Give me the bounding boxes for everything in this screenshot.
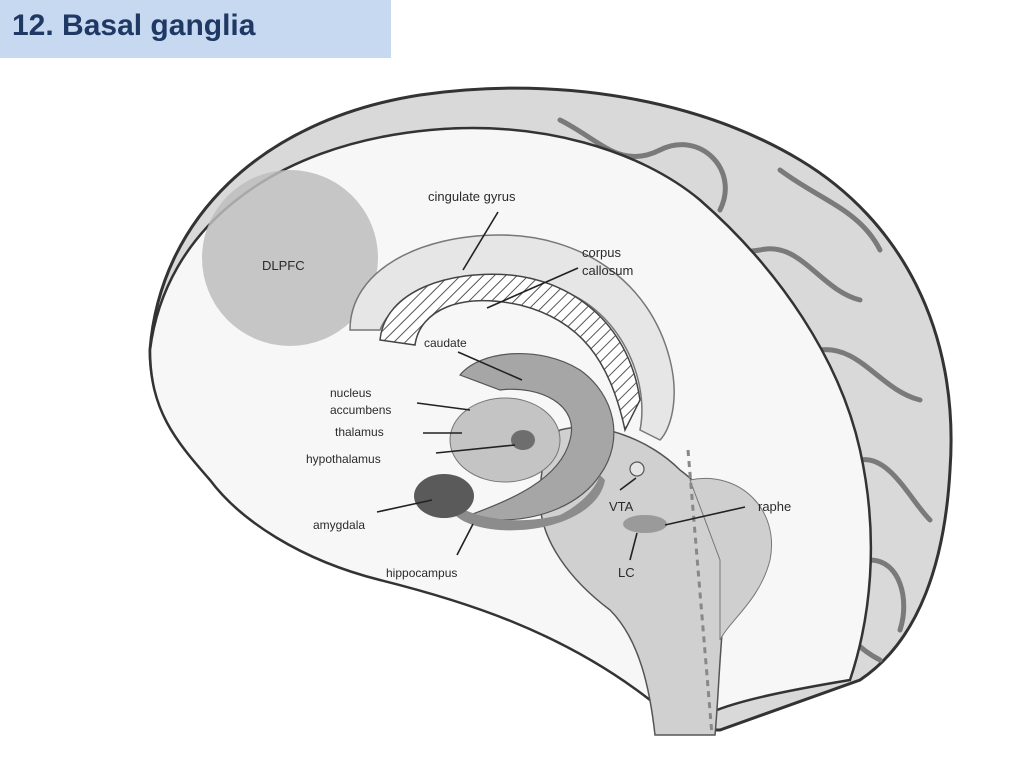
label-nucleus-accumbens-1: nucleus [330,386,371,400]
dlpfc-region [202,170,378,346]
amygdala-region [414,474,474,518]
hypothalamus-region [511,430,535,450]
label-lc: LC [618,565,635,580]
raphe-region [623,515,667,533]
leader-lines [376,211,746,561]
caudate-region [459,353,615,521]
label-nucleus-accumbens-2: accumbens [330,403,391,417]
label-vta: VTA [609,499,634,514]
label-cingulate-gyrus: cingulate gyrus [428,189,516,204]
label-dlpfc: DLPFC [262,258,305,273]
label-corpus-callosum-1: corpus [582,245,622,260]
label-amygdala: amygdala [313,518,365,532]
slide-title-bar: 12. Basal ganglia [0,0,391,58]
hippocampus-region [455,475,605,531]
brainstem-dashed-line [686,449,714,736]
label-thalamus: thalamus [335,425,384,439]
label-caudate: caudate [424,336,467,350]
slide-title: 12. Basal ganglia [12,9,256,42]
label-hypothalamus: hypothalamus [306,452,381,466]
corpus-callosum-region [379,273,641,433]
vta-region [629,461,645,477]
thalamus-region [449,397,561,483]
label-hippocampus: hippocampus [386,566,457,580]
label-raphe: raphe [758,499,791,514]
cerebellum-region [689,478,772,641]
label-corpus-callosum-2: callosum [582,263,633,278]
